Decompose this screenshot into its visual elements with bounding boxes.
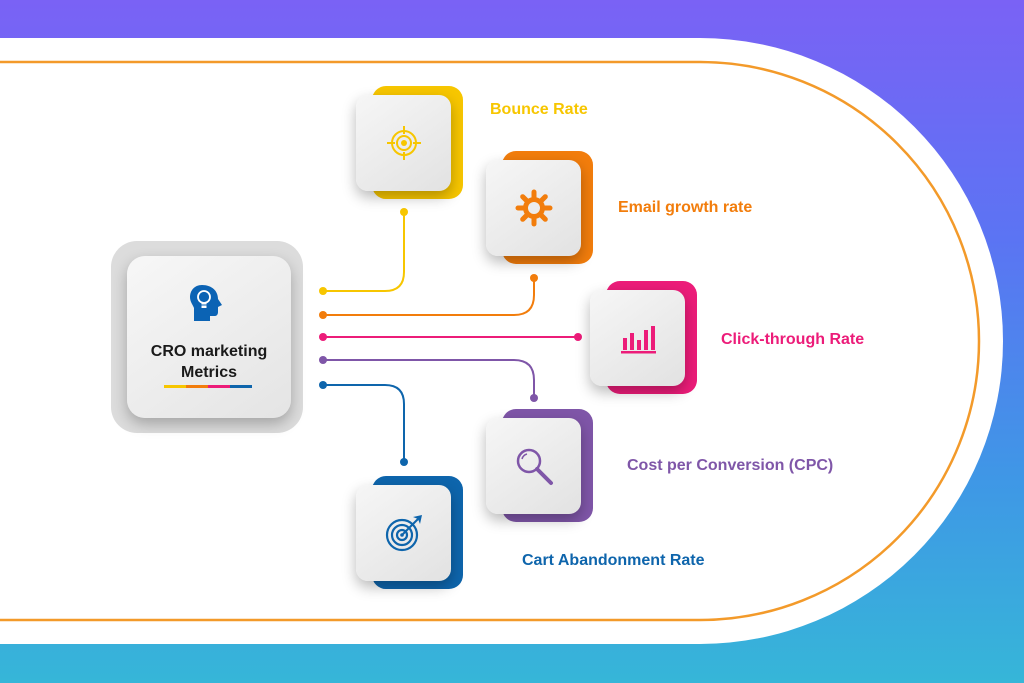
connector-cart-abandonment-rate: [319, 381, 408, 466]
center-node-card: [127, 256, 291, 418]
connector-cost-per-conversion: [319, 356, 538, 402]
magnifier-icon: [516, 448, 553, 485]
cost-per-conversion-label: Cost per Conversion (CPC): [627, 457, 834, 474]
connector-click-through-rate: [319, 333, 582, 341]
email-growth-rate-card: [486, 160, 581, 256]
connector-email-growth-rate: [319, 274, 538, 319]
center-title-line1: CRO marketing: [150, 343, 268, 360]
underline-orange: [186, 385, 208, 388]
click-through-rate-label: Click-through Rate: [721, 331, 865, 348]
underline-yellow: [164, 385, 186, 388]
underline-pink: [208, 385, 230, 388]
gear-icon: [515, 189, 552, 227]
connector-bounce-rate: [319, 208, 408, 295]
cart-abandonment-rate-card: [356, 485, 451, 581]
white-panel: [0, 38, 1003, 644]
bounce-rate-card: [356, 95, 451, 191]
click-through-rate-card: [590, 290, 685, 386]
target-crosshair-icon: [386, 126, 421, 160]
bounce-rate-label: Bounce Rate: [490, 101, 588, 118]
cost-per-conversion-card: [486, 418, 581, 514]
email-growth-rate-label: Email growth rate: [618, 199, 753, 216]
center-title-line2: Metrics: [180, 364, 238, 381]
dartboard-icon: [385, 515, 422, 552]
panel-outline: [0, 60, 981, 622]
head-lightbulb-icon: [190, 285, 222, 321]
bar-chart-icon: [620, 326, 656, 354]
underline-blue: [230, 385, 252, 388]
cart-abandonment-rate-label: Cart Abandonment Rate: [522, 552, 705, 569]
